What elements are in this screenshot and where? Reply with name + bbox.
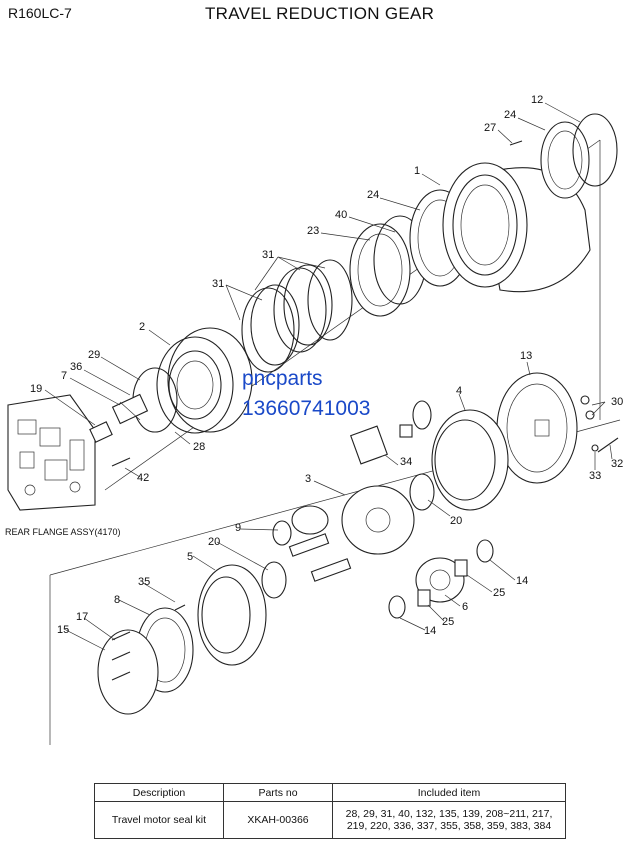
callout-31: 31 <box>212 278 224 290</box>
callout-31: 31 <box>262 249 274 261</box>
header-parts-no: Parts no <box>223 783 333 802</box>
part-42-pin <box>111 457 131 467</box>
callout-2: 2 <box>139 321 145 333</box>
header-included-item: Included item <box>332 783 566 802</box>
part-9-washer <box>272 520 292 546</box>
part-23-ring <box>349 223 411 317</box>
part-31-floating-seals <box>241 264 333 373</box>
callout-3: 3 <box>305 473 311 485</box>
small-gear <box>399 424 413 438</box>
part-24-upper-bearing <box>540 121 590 199</box>
callout-25: 25 <box>442 616 454 628</box>
cell-parts-no: XKAH-00366 <box>223 801 333 839</box>
seal-kit-table: Description Parts no Included item Trave… <box>94 783 566 839</box>
part-31-o-ring <box>307 259 353 341</box>
rear-flange-assembly <box>7 394 96 511</box>
part-1-hub <box>442 162 591 293</box>
callout-17: 17 <box>76 611 88 623</box>
callout-30: 30 <box>611 396 623 408</box>
callout-9: 9 <box>235 522 241 534</box>
included-line-2: 219, 220, 336, 337, 355, 358, 359, 383, … <box>346 820 552 832</box>
callout-20: 20 <box>450 515 462 527</box>
part-25-bearing-left <box>417 589 431 607</box>
model-code: R160LC-7 <box>8 5 72 21</box>
callout-28: 28 <box>193 441 205 453</box>
part-13-cover <box>496 372 578 484</box>
part-12-ring <box>572 113 618 187</box>
callout-14: 14 <box>516 575 528 587</box>
callout-15: 15 <box>57 624 69 636</box>
table-row: Travel motor seal kit XKAH-00366 28, 29,… <box>94 801 566 839</box>
part-20-thrust-washer <box>409 473 435 511</box>
callout-24: 24 <box>504 109 516 121</box>
cell-description: Travel motor seal kit <box>94 801 224 839</box>
part-25-bearing-right <box>454 559 468 577</box>
part-5-ring-gear <box>197 564 267 666</box>
callout-13: 13 <box>520 350 532 362</box>
part-15-plate <box>97 629 159 715</box>
header-description: Description <box>94 783 224 802</box>
shafts <box>288 533 352 582</box>
part-33-washer <box>591 444 599 452</box>
planet-gear-upper <box>291 505 329 535</box>
cell-included-item: 28, 29, 31, 40, 132, 135, 139, 208~211, … <box>332 801 566 839</box>
part-32-bolt <box>597 437 619 453</box>
callout-25: 25 <box>493 587 505 599</box>
callout-1: 1 <box>414 165 420 177</box>
part-14-washer-right <box>476 539 494 563</box>
callout-33: 33 <box>589 470 601 482</box>
part-19-collar <box>89 421 113 443</box>
callout-42: 42 <box>137 472 149 484</box>
watermark-line-2: 13660741003 <box>242 397 371 420</box>
rear-flange-label: REAR FLANGE ASSY(4170) <box>5 527 121 537</box>
callout-40: 40 <box>335 209 347 221</box>
leader-lines <box>44 102 613 651</box>
callout-6: 6 <box>462 601 468 613</box>
part-2-housing <box>156 327 253 434</box>
callout-19: 19 <box>30 383 42 395</box>
part-35-bolt <box>174 604 186 611</box>
part-27-pin <box>509 140 523 146</box>
part-4-ring-gear <box>431 409 509 511</box>
page-title: TRAVEL REDUCTION GEAR <box>205 4 435 23</box>
callout-36: 36 <box>70 361 82 373</box>
callout-12: 12 <box>531 94 543 106</box>
callout-7: 7 <box>61 370 67 382</box>
callout-14: 14 <box>424 625 436 637</box>
included-line-1: 28, 29, 31, 40, 132, 135, 139, 208~211, … <box>345 808 553 820</box>
callout-29: 29 <box>88 349 100 361</box>
callout-23: 23 <box>307 225 319 237</box>
callout-20: 20 <box>208 536 220 548</box>
part-20-thrust-washer-lower <box>261 561 287 599</box>
callout-24: 24 <box>367 189 379 201</box>
part-14-washer-left <box>388 595 406 619</box>
part-7-shaft <box>111 393 149 425</box>
callout-35: 35 <box>138 576 150 588</box>
part-ring-washer <box>412 400 432 430</box>
exploded-view-diagram: 12 24 27 1 24 40 23 31 31 2 29 36 7 19 2… <box>5 94 623 745</box>
callout-34: 34 <box>400 456 412 468</box>
callout-8: 8 <box>114 594 120 606</box>
part-3-carrier <box>341 485 415 555</box>
callout-4: 4 <box>456 385 462 397</box>
part-30-bolts <box>580 395 595 420</box>
part-17-studs <box>111 631 131 681</box>
table-header-row: Description Parts no Included item <box>94 783 566 802</box>
callout-labels: 12 24 27 1 24 40 23 31 31 2 29 36 7 19 2… <box>5 94 623 637</box>
callout-5: 5 <box>187 551 193 563</box>
callout-27: 27 <box>484 122 496 134</box>
callout-32: 32 <box>611 458 623 470</box>
watermark-line-1: pncparts <box>242 367 323 390</box>
part-34-sun-gear <box>350 425 388 465</box>
